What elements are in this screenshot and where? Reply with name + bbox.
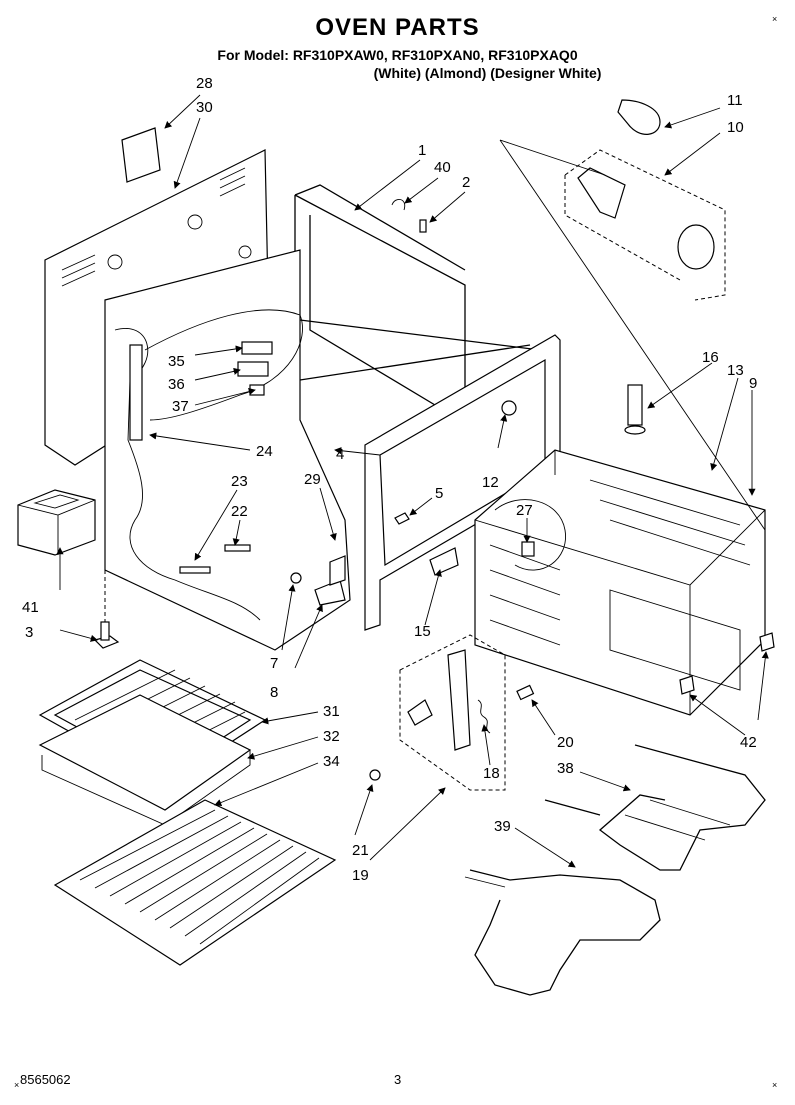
callout-3: 3 bbox=[25, 624, 33, 641]
corner-mark-top: × bbox=[772, 14, 778, 24]
callout-1: 1 bbox=[418, 142, 426, 159]
part-28-pad bbox=[121, 127, 161, 183]
part-34-oven-rack bbox=[53, 799, 337, 966]
callout-31: 31 bbox=[323, 703, 340, 720]
callout-23: 23 bbox=[231, 473, 248, 490]
callout-24: 24 bbox=[256, 443, 273, 460]
footer-code: 8565062 bbox=[20, 1072, 71, 1087]
callout-27: 27 bbox=[516, 502, 533, 519]
callout-19: 19 bbox=[352, 867, 369, 884]
part-39-broil-element bbox=[464, 869, 661, 996]
part-15-bracket bbox=[429, 547, 459, 576]
part-16-pin bbox=[624, 384, 646, 435]
callout-9: 9 bbox=[749, 375, 757, 392]
part-24-side-panel bbox=[104, 249, 351, 651]
callout-18: 18 bbox=[483, 765, 500, 782]
callout-39: 39 bbox=[494, 818, 511, 835]
part-9-oven-cavity bbox=[474, 449, 766, 716]
callout-38: 38 bbox=[557, 760, 574, 777]
callout-22: 22 bbox=[231, 503, 248, 520]
page-number: 3 bbox=[394, 1072, 402, 1087]
callout-28: 28 bbox=[196, 75, 213, 92]
callout-16: 16 bbox=[702, 349, 719, 366]
callout-11: 11 bbox=[727, 92, 743, 109]
leader-lines bbox=[56, 94, 769, 868]
callout-32: 32 bbox=[323, 728, 340, 745]
callout-10: 10 bbox=[727, 119, 744, 136]
part-41-box bbox=[17, 489, 96, 556]
part-19-hinge-assembly bbox=[369, 634, 535, 791]
part-42-clips bbox=[679, 632, 775, 695]
callout-12: 12 bbox=[482, 474, 499, 491]
callout-40: 40 bbox=[434, 159, 451, 176]
model-numbers: For Model: RF310PXAW0, RF310PXAN0, RF310… bbox=[217, 47, 578, 63]
callout-2: 2 bbox=[462, 174, 470, 191]
corner-mark-left: × bbox=[14, 1080, 20, 1090]
callout-5: 5 bbox=[435, 485, 443, 502]
part-32-broiler-pan bbox=[38, 694, 252, 826]
callout-42: 42 bbox=[740, 734, 757, 751]
part-3-leveling-leg bbox=[93, 570, 120, 649]
part-12-knob bbox=[501, 400, 517, 416]
part-10-light-assembly bbox=[564, 99, 726, 301]
callout-36: 36 bbox=[168, 376, 185, 393]
callout-15: 15 bbox=[414, 623, 431, 640]
page-title: OVEN PARTS bbox=[315, 14, 480, 41]
callout-numbers: 28 30 1 40 2 11 10 16 13 9 35 36 37 24 4… bbox=[22, 75, 757, 884]
callout-13: 13 bbox=[727, 362, 744, 379]
callout-41: 41 bbox=[22, 599, 39, 616]
callout-20: 20 bbox=[557, 734, 574, 751]
callout-8: 8 bbox=[270, 684, 278, 701]
callout-34: 34 bbox=[323, 753, 340, 770]
callout-7: 7 bbox=[270, 655, 278, 672]
callout-29: 29 bbox=[304, 471, 321, 488]
callout-4: 4 bbox=[336, 446, 344, 463]
callout-37: 37 bbox=[172, 398, 189, 415]
callout-35: 35 bbox=[168, 353, 185, 370]
corner-mark-bottom: × bbox=[772, 1080, 778, 1090]
part-38-bake-element bbox=[544, 744, 766, 871]
small-hardware bbox=[179, 199, 427, 606]
model-colors: (White) (Almond) (Designer White) bbox=[373, 65, 602, 81]
callout-21: 21 bbox=[352, 842, 369, 859]
callout-30: 30 bbox=[196, 99, 213, 116]
